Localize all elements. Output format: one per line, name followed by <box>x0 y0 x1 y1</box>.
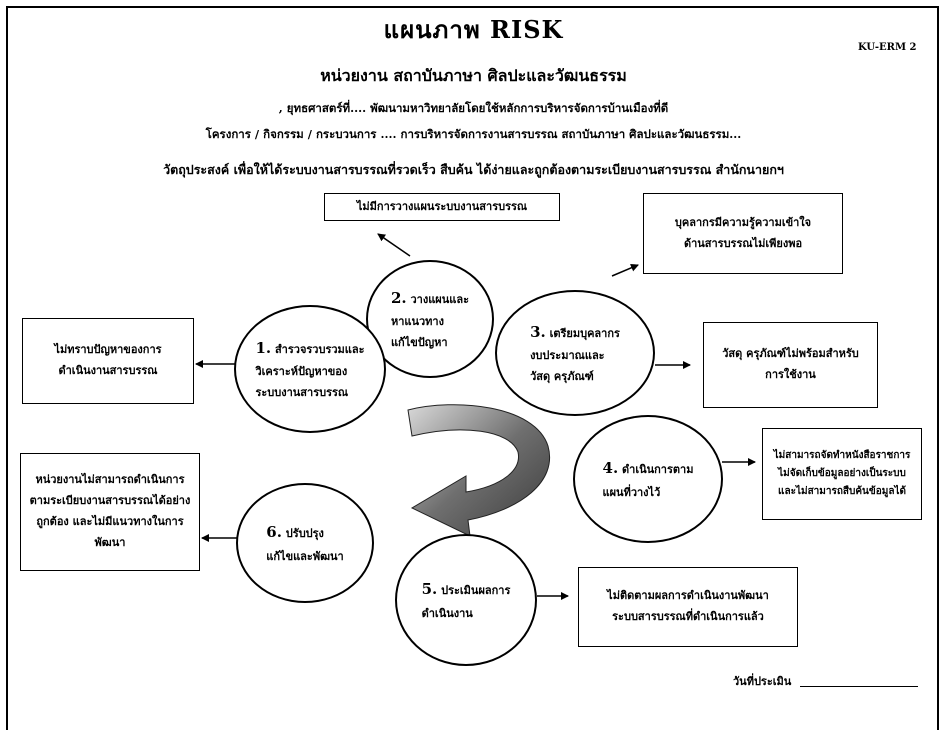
step-circle-2: 2. วางแผนและ หาแนวทาง แก้ไขปัญหา <box>366 260 494 378</box>
objective-line: วัตถุประสงค์ เพื่อให้ได้ระบบงานสารบรรณที… <box>163 162 784 177</box>
risk-box-step6: หน่วยงานไม่สามารถดำเนินการ ตามระเบียบงาน… <box>20 453 200 571</box>
risk-box-step3b: วัสดุ ครุภัณฑ์ไม่พร้อมสำหรับ การใช้งาน <box>703 322 878 408</box>
step-circle-5: 5. ประเมินผลการ ดำเนินงาน <box>395 534 537 666</box>
strategy-line: , ยุทธศาสตร์ที่.... พัฒนามหาวิทยาลัยโดยใ… <box>278 101 669 115</box>
risk-box-step2: ไม่มีการวางแผนระบบงานสารบรรณ <box>324 193 560 221</box>
project-line: โครงการ / กิจกรรม / กระบวนการ .... การบร… <box>205 127 742 141</box>
risk-box-step5: ไม่ติดตามผลการดำเนินงานพัฒนา ระบบสารบรรณ… <box>578 567 798 647</box>
assessment-date-line <box>800 686 918 687</box>
assessment-date-label: วันที่ประเมิน <box>733 675 792 688</box>
diagram-frame <box>6 6 939 730</box>
step-circle-4: 4. ดำเนินการตาม แผนที่วางไว้ <box>573 415 723 543</box>
step-circle-3: 3. เตรียมบุคลากร งบประมาณและ วัสดุ ครุภั… <box>495 290 655 416</box>
risk-box-step3a: บุคลากรมีความรู้ความเข้าใจ ด้านสารบรรณไม… <box>643 193 843 274</box>
arrow-step2 <box>377 233 411 257</box>
cycle-swirl-arrow <box>407 404 551 537</box>
unit-name: หน่วยงาน สถาบันภาษา ศิลปะและวัฒนธรรม <box>320 66 627 85</box>
arrow-step3a <box>611 264 639 277</box>
risk-box-step1: ไม่ทราบปัญหาของการ ดำเนินงานสารบรรณ <box>22 318 194 404</box>
risk-box-step4: ไม่สามารถจัดทำหนังสือราชการ ไม่จัดเก็บข้… <box>762 428 922 520</box>
step-circle-1: 1. สำรวจรวบรวมและ วิเคราะห์ปัญหาของ ระบบ… <box>234 305 386 433</box>
document-code: KU-ERM 2 <box>858 42 917 53</box>
diagram-title: แผนภาพ RISK <box>383 15 564 44</box>
step-circle-6: 6. ปรับปรุง แก้ไขและพัฒนา <box>236 483 374 603</box>
